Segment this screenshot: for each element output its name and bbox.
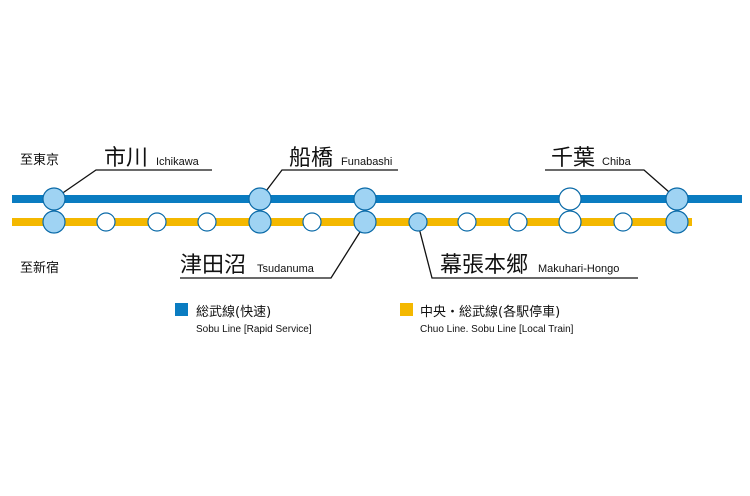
rapid-line	[12, 195, 742, 203]
leader-tsudanuma	[180, 223, 366, 279]
station-marker-tsudanuma-local	[353, 210, 377, 234]
leader-chiba	[545, 169, 678, 200]
station-label-makuhari-hongo: 幕張本郷	[440, 253, 528, 278]
local-line	[12, 218, 692, 226]
station-label-tsudanuma: 津田沼	[180, 253, 246, 278]
legend-label-local-en: Chuo Line. Sobu Line [Local Train]	[420, 324, 574, 335]
rapid-line-stations	[42, 187, 689, 211]
station-marker-local-3	[197, 212, 217, 232]
leader-makuhari-hongo	[417, 223, 638, 279]
station-label-chiba: 千葉	[551, 146, 595, 171]
station-marker-local-5	[457, 212, 477, 232]
station-marker-local-4	[302, 212, 322, 232]
station-marker-chiba-rapid	[665, 187, 689, 211]
station-romaji-chiba: Chiba	[602, 156, 632, 168]
station-label-ichikawa: 市川	[104, 146, 148, 171]
station-marker-local-6	[508, 212, 528, 232]
station-marker-tsudanuma-rapid	[353, 187, 377, 211]
station-marker-local-8	[613, 212, 633, 232]
legend-label-rapid-en: Sobu Line [Rapid Service]	[196, 324, 312, 335]
station-romaji-ichikawa: Ichikawa	[156, 156, 200, 168]
station-marker-ichikawa-local	[42, 210, 66, 234]
station-marker-makuhari-hongo	[408, 212, 428, 232]
station-marker-local-7	[558, 210, 582, 234]
local-line-stations	[42, 210, 689, 234]
legend-label-rapid-jp: 総武線(快速)	[196, 305, 272, 320]
station-marker-ichikawa-rapid	[42, 187, 66, 211]
station-romaji-funabashi: Funabashi	[341, 156, 392, 168]
station-romaji-makuhari-hongo: Makuhari-Hongo	[538, 263, 619, 275]
leader-ichikawa	[53, 169, 212, 200]
direction-label-tokyo: 至東京	[20, 152, 59, 168]
station-label-funabashi: 船橋	[289, 146, 333, 171]
station-marker-funabashi-local	[248, 210, 272, 234]
direction-label-shinjuku: 至新宿	[20, 260, 59, 276]
leader-funabashi	[259, 169, 398, 200]
legend-swatch-local	[400, 303, 413, 316]
station-marker-chiba-local	[665, 210, 689, 234]
legend-label-local-jp: 中央・総武線(各駅停車)	[420, 305, 561, 320]
station-marker-local-2	[147, 212, 167, 232]
legend-swatch-rapid	[175, 303, 188, 316]
station-marker-funabashi-rapid	[248, 187, 272, 211]
station-marker-local-1	[96, 212, 116, 232]
station-romaji-tsudanuma: Tsudanuma	[257, 263, 315, 275]
station-marker-local-7-rapid	[558, 187, 582, 211]
